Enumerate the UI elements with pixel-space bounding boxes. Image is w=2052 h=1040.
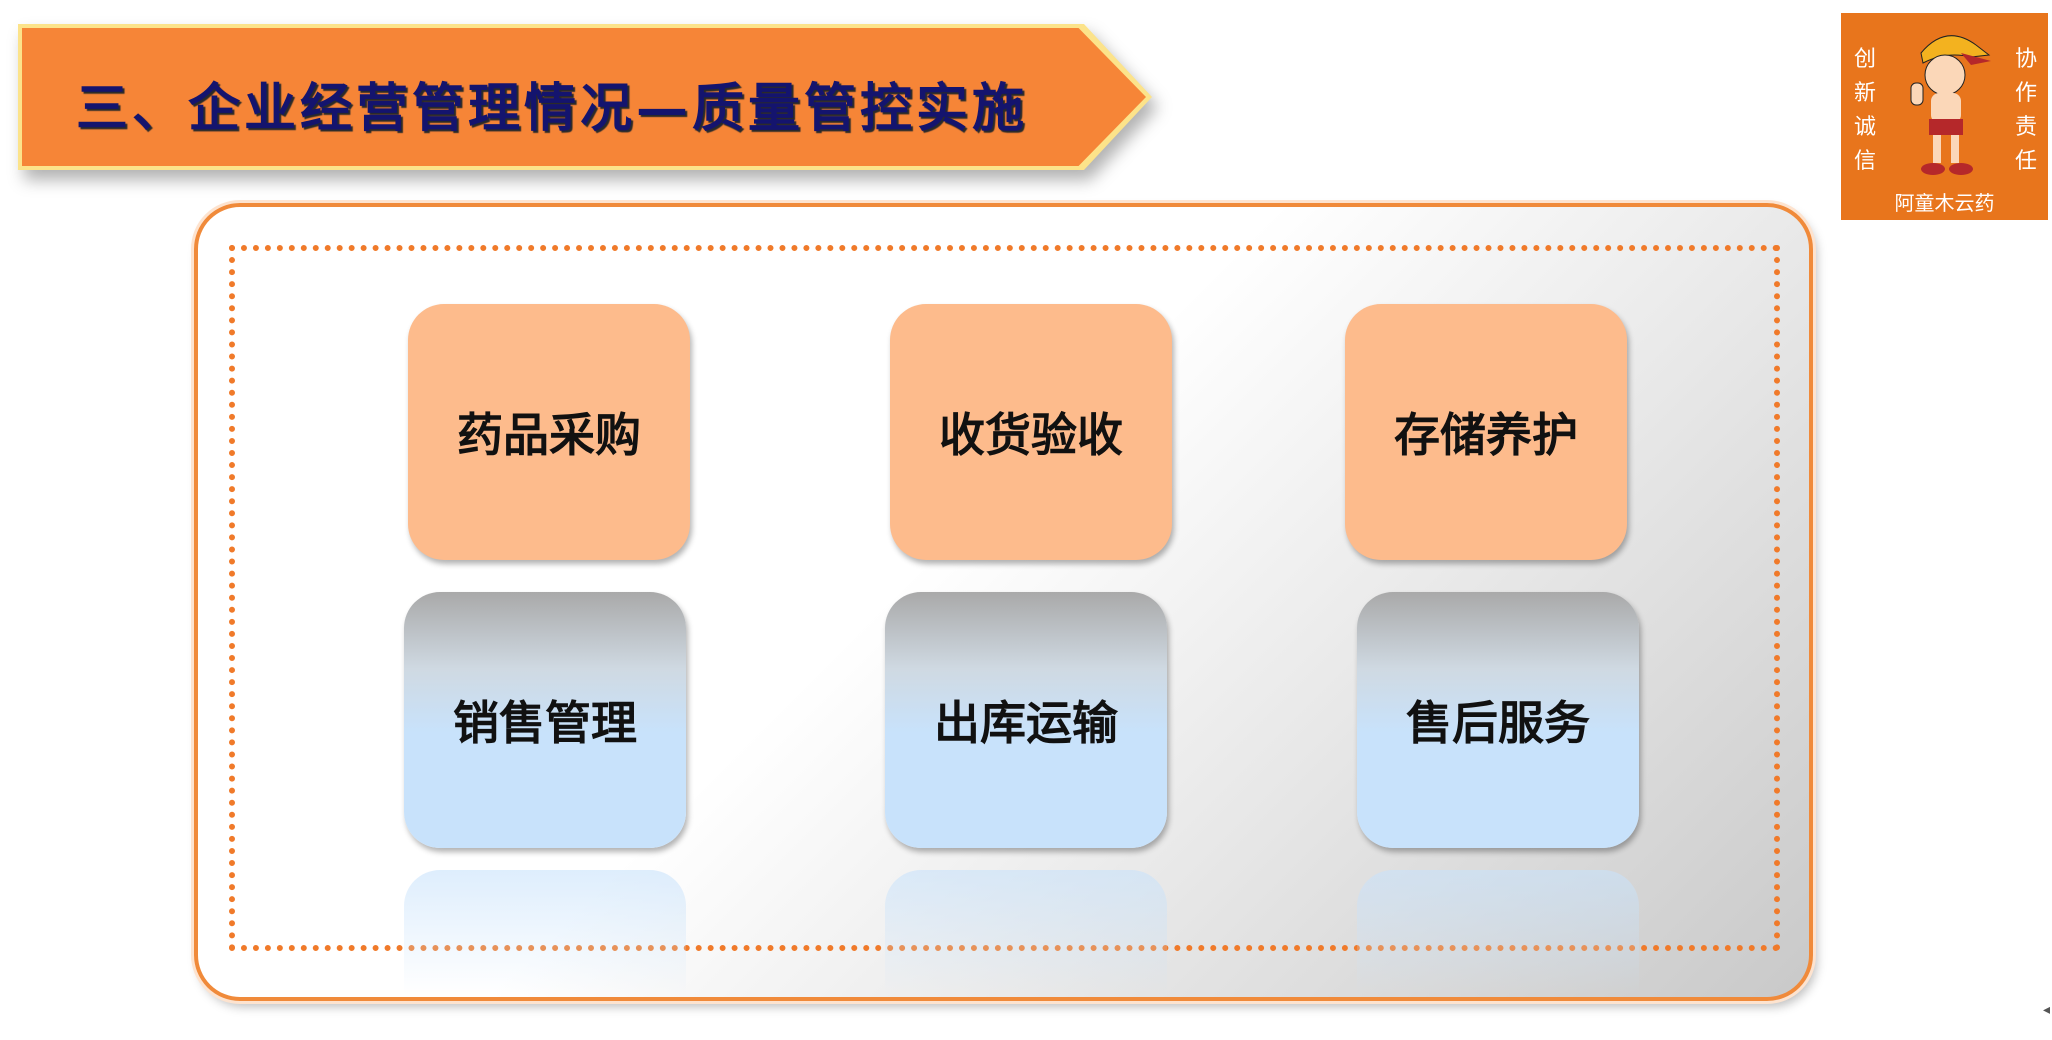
step-storage-maintenance: 存储养护 bbox=[1345, 304, 1627, 560]
scroll-arrow-icon[interactable]: ◂ bbox=[2042, 1002, 2050, 1018]
logo-name: 阿童木云药 bbox=[1894, 191, 1995, 215]
reflection bbox=[885, 870, 1167, 995]
logo-right-text: 协作责任 bbox=[2014, 47, 2037, 174]
step-sales-management: 销售管理 bbox=[404, 592, 686, 848]
reflection bbox=[1357, 870, 1639, 995]
step-drug-procurement: 药品采购 bbox=[408, 304, 690, 560]
reflection bbox=[404, 870, 686, 995]
mascot-icon bbox=[1910, 35, 1991, 175]
logo-left-text: 创新诚信 bbox=[1853, 47, 1876, 174]
step-outbound-transport: 出库运输 bbox=[885, 592, 1167, 848]
page-title: 三、企业经营管理情况—质量管控实施 bbox=[76, 78, 1029, 139]
banner-fill bbox=[22, 28, 1146, 166]
step-receiving-inspection: 收货验收 bbox=[890, 304, 1172, 560]
step-after-sales: 售后服务 bbox=[1357, 592, 1639, 848]
company-logo: 创新诚信 协作责任 阿童木云药 bbox=[1841, 13, 2048, 220]
title-banner: 三、企业经营管理情况—质量管控实施 bbox=[18, 24, 1152, 170]
